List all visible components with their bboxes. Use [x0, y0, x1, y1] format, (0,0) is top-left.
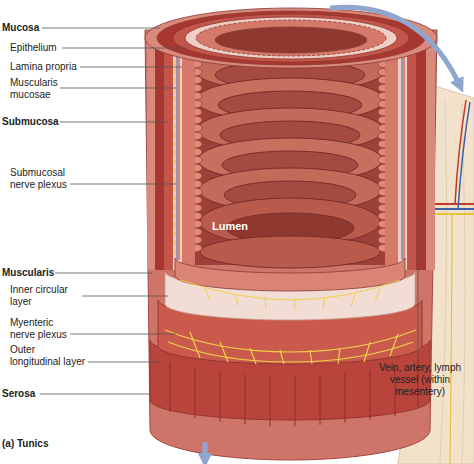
layer-label: Submucosa — [2, 116, 92, 128]
part-label: Outer longitudinal layer — [10, 344, 88, 368]
mesentery-vessels — [430, 100, 474, 464]
right-wall-section — [385, 40, 435, 270]
part-label: Epithelium — [10, 42, 100, 54]
villi-left — [195, 60, 202, 252]
lumen-label: Lumen — [212, 220, 272, 232]
layer-label: Muscularis — [2, 267, 92, 279]
layer-label: Mucosa — [2, 22, 92, 34]
layer-label: Serosa — [2, 388, 92, 400]
serosa-layer — [145, 30, 437, 460]
villi-right — [378, 60, 385, 252]
part-label: Myenteric nerve plexus — [10, 317, 72, 341]
left-wall-section — [147, 40, 195, 270]
figure-caption: (a) Tunics — [2, 438, 48, 450]
mucosa-band — [175, 258, 405, 291]
part-label: Submucosal nerve plexus — [10, 167, 72, 191]
part-label: Lamina propria — [10, 61, 100, 73]
part-label: Inner circular layer — [10, 284, 82, 308]
myenteric-plexus-net — [165, 330, 416, 364]
part-label: Muscularis mucosae — [10, 77, 65, 101]
submucosal-plexus-net — [180, 280, 400, 310]
zoom-arrow — [203, 442, 208, 460]
lumen-folds — [195, 48, 385, 268]
zoom-arrow — [330, 7, 460, 86]
leader-lines — [40, 28, 418, 394]
vessel-label: Vein, artery, lymph vessel (within mesen… — [375, 362, 465, 398]
mesentery-folds — [440, 100, 465, 464]
